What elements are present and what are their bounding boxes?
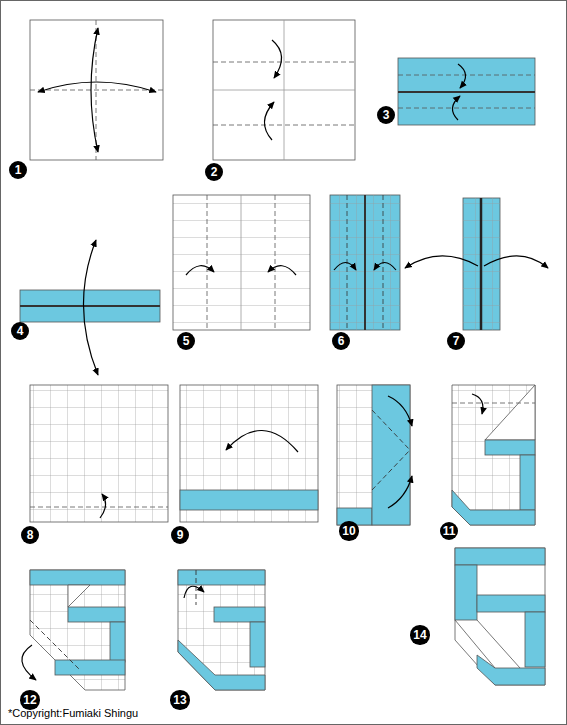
step-number-text: 4 (17, 324, 24, 338)
step-number: 7 (447, 332, 465, 350)
step-number: 12 (20, 690, 39, 709)
step-number-text: 14 (413, 628, 426, 642)
step-number: 11 (440, 522, 459, 541)
step-number: 8 (21, 526, 39, 544)
step-number-text: 1 (15, 163, 22, 177)
step-number-text: 2 (211, 165, 218, 179)
step-number-text: 6 (338, 334, 345, 348)
step-number: 5 (177, 332, 195, 350)
step-number: 6 (332, 332, 350, 350)
step-number: 14 (410, 625, 429, 644)
step-number-text: 8 (27, 528, 34, 542)
step-number: 10 (339, 521, 358, 540)
step-number-text: 12 (23, 693, 36, 707)
step-number-text: 3 (383, 108, 390, 122)
copyright-note: *Copyright:Fumiaki Shingu (8, 707, 138, 719)
step-number-text: 9 (177, 528, 184, 542)
step-number-text: 13 (173, 693, 186, 707)
step-number: 13 (170, 690, 189, 709)
step-number: 2 (205, 163, 223, 181)
step-number: 9 (171, 526, 189, 544)
step-number: 3 (377, 106, 395, 124)
step-number-text: 11 (443, 524, 456, 538)
step-number-text: 5 (183, 334, 190, 348)
step-number: 4 (11, 322, 29, 340)
step-number: 1 (9, 161, 27, 179)
step-number-text: 10 (342, 524, 355, 538)
step-number-text: 7 (453, 334, 460, 348)
